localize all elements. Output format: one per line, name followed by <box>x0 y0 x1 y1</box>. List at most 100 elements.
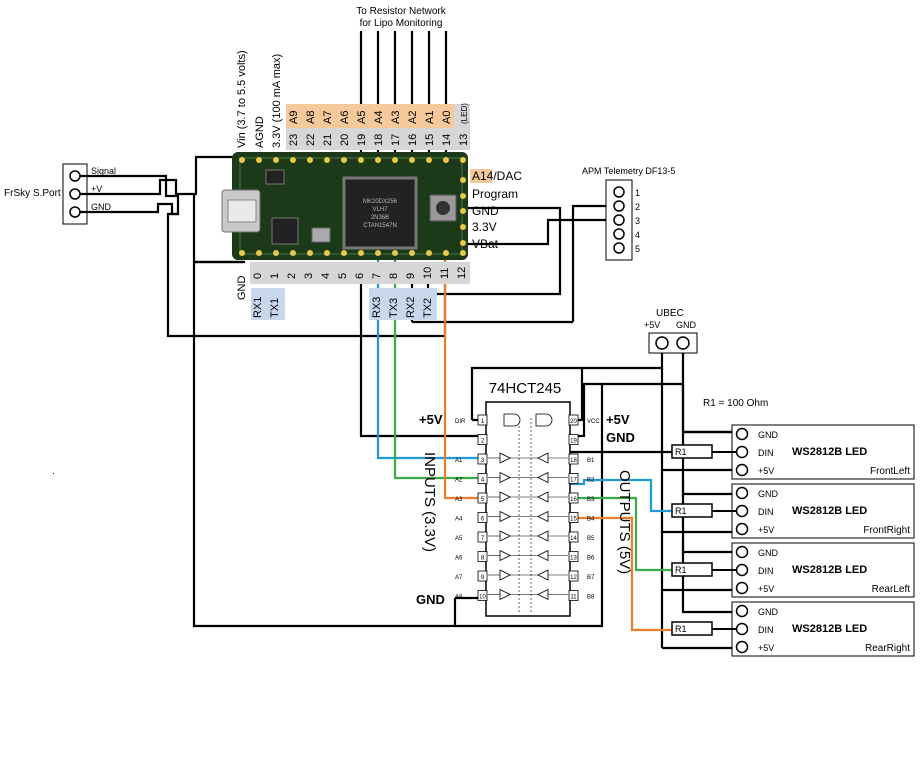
analog-label: A9 <box>288 111 300 124</box>
header-pin <box>443 157 449 163</box>
analog-label: A5 <box>356 111 368 124</box>
chip-body <box>485 401 571 617</box>
analog-label: A3 <box>390 111 402 124</box>
header-pin <box>426 157 432 163</box>
chip-pin-number: 7 <box>481 536 485 542</box>
teensy-a14-label: A14/DAC <box>472 169 522 183</box>
chip-pin-label: A8 <box>455 595 463 601</box>
header-pin <box>375 157 381 163</box>
bottom-number-strip <box>250 262 470 284</box>
chip-pin <box>477 453 488 465</box>
led-pin-label: +5V <box>758 584 774 594</box>
chip-pin <box>477 473 488 484</box>
chip-pin-label: VCC <box>587 419 600 425</box>
top-pin-number: 18 <box>373 134 385 146</box>
header-pin <box>324 250 330 256</box>
telemetry-label: APM Telemetry DF13-5 <box>582 166 675 176</box>
and-gate <box>535 413 553 427</box>
analog-label: A4 <box>373 111 385 124</box>
chip-pin-label: A1 <box>455 458 463 464</box>
top-pin-number: 19 <box>356 134 368 146</box>
teensy-33v-label: 3.3V (100 mA max) <box>271 54 283 148</box>
right-pins <box>460 177 466 246</box>
header-pin <box>307 157 313 163</box>
led-pin <box>735 486 749 500</box>
mcu-chip-text-2: VLH7 <box>372 207 388 213</box>
chip-pin-number: 19 <box>570 439 577 445</box>
resistor-label: R1 <box>675 447 687 457</box>
chip-name: 74HCT245 <box>489 380 562 397</box>
serial-label: TX2 <box>422 298 434 318</box>
chip-gnd-right: GND <box>606 430 635 445</box>
chip-pin-label: A4 <box>455 517 463 523</box>
chip-pin-number: 15 <box>570 517 577 523</box>
led-pin-label: +5V <box>758 466 774 476</box>
chip-pin-label: A5 <box>455 536 463 542</box>
ubec-pin-5v: +5V <box>644 320 660 330</box>
chip-gnd-left: GND <box>416 592 445 607</box>
frsky-pin-gnd: GND <box>91 202 112 212</box>
header-pin <box>392 157 398 163</box>
led-pin <box>735 545 749 559</box>
bottom-pin-number: 3 <box>303 273 315 279</box>
led-pin <box>735 445 749 459</box>
teensy-gnd-label: GND <box>472 204 499 218</box>
led-pin-label: GND <box>758 489 779 499</box>
chip-inputs-label: INPUTS (3.3V) <box>421 452 438 552</box>
led-pin <box>735 604 749 618</box>
chip-pin <box>477 434 488 445</box>
teensy-board: Vin (3.7 to 5.5 volts) AGND 3.3V (100 mA… <box>221 50 522 320</box>
analog-label: A2 <box>407 111 419 124</box>
chip-pin-number: 5 <box>481 497 485 503</box>
telemetry-pin-number: 4 <box>635 230 640 240</box>
led-title: WS2812B LED <box>792 564 867 576</box>
chip-pin <box>477 590 488 601</box>
header-pin <box>392 250 398 256</box>
chip-pin <box>568 590 579 601</box>
chip-pin-label: B3 <box>587 497 595 503</box>
header-pin <box>324 157 330 163</box>
serial-label: RX1 <box>252 297 264 318</box>
top-pin-row <box>239 157 466 163</box>
serial-label: RX3 <box>371 297 383 318</box>
led-module-box <box>731 542 915 598</box>
ubec-pin-gnd: GND <box>676 320 697 330</box>
resistor-label: R1 <box>675 624 687 634</box>
green-wire-output <box>568 496 672 572</box>
led-name: FrontRight <box>863 525 910 536</box>
mcu-chip-text-1: MK20DX256 <box>363 199 398 205</box>
chip-pin-number: 1 <box>481 419 485 425</box>
top-number-strip <box>286 128 470 150</box>
led-pin <box>735 522 749 536</box>
chip-buffers <box>488 413 568 612</box>
teensy-program-label: Program <box>472 187 518 201</box>
header-pin <box>460 157 466 163</box>
orange-wire-output <box>568 516 672 632</box>
chip-pin-label: B6 <box>587 556 595 562</box>
bottom-pin-number: 12 <box>456 267 468 279</box>
header-pin <box>358 250 364 256</box>
header-pin <box>409 157 415 163</box>
led-pin-label: GND <box>758 430 779 440</box>
analog-label-strip <box>286 104 470 128</box>
led-pin <box>735 581 749 595</box>
header-pin <box>341 157 347 163</box>
chip-pin-number: 20 <box>570 419 577 425</box>
frsky-label: FrSky S.Port <box>4 188 61 199</box>
top-pin-number: 22 <box>305 134 317 146</box>
bottom-pin-number: 1 <box>269 273 281 279</box>
telemetry-pin-number: 2 <box>635 202 640 212</box>
teensy-vin-label: Vin (3.7 to 5.5 volts) <box>236 50 248 148</box>
bottom-pin-number: 8 <box>388 273 400 279</box>
chip-pin <box>568 492 579 504</box>
top-pin-number: 13 <box>458 134 470 146</box>
and-gate <box>503 413 521 427</box>
header-pin <box>409 250 415 256</box>
bottom-pin-number: 2 <box>286 273 298 279</box>
teensy-bottom-gnd: GND <box>236 276 248 301</box>
led-pin-label: DIN <box>758 566 774 576</box>
ubec-label: UBEC <box>656 308 684 319</box>
